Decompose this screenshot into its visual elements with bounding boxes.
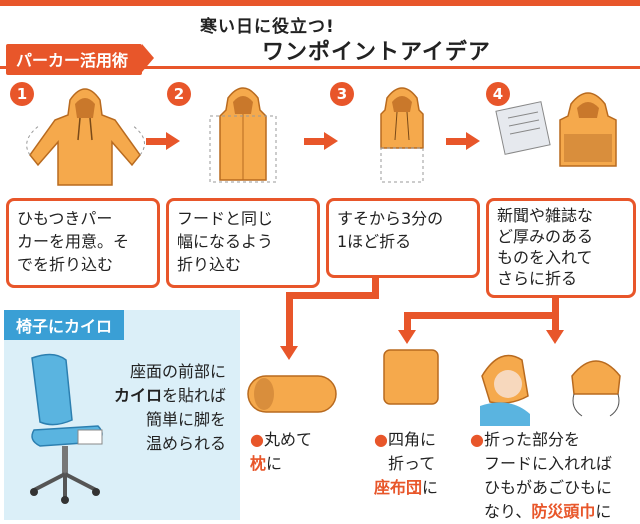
- result-text: に: [266, 454, 283, 473]
- step-2-line: 折り込む: [177, 255, 242, 274]
- result-highlight: 防災頭巾: [531, 502, 596, 521]
- connector: [372, 278, 379, 296]
- result-text: 四角に: [387, 430, 436, 449]
- step-3-number: 3: [330, 82, 354, 106]
- step-2-number: 2: [167, 82, 191, 106]
- step-4-number: 4: [486, 82, 510, 106]
- connector: [552, 298, 559, 316]
- arrow-step2-to-3: [304, 132, 338, 150]
- result-pillow: ●丸めて 枕に: [250, 428, 312, 476]
- disaster-hood-illustration: [480, 354, 621, 426]
- result-cushion: ●四角に 折って 座布団に: [374, 428, 438, 500]
- connector: [404, 312, 411, 332]
- chair-highlight: カイロ: [113, 386, 162, 405]
- result-hood: ●折った部分を フードに入れれば ひもがあごひもに なり、防災頭巾に: [470, 428, 638, 524]
- pretitle: 寒い日に役立つ!: [200, 17, 335, 37]
- step-4-line: さらに折る: [497, 269, 578, 288]
- result-line: 枕に: [250, 452, 312, 476]
- header-divider: [0, 66, 640, 69]
- step-1-line: ひもつきパー: [17, 209, 113, 228]
- result-text: 折った部分を: [483, 430, 580, 449]
- chair-panel-title: 椅子にカイロ: [4, 310, 125, 340]
- hoodie-step2-illustration: [209, 87, 277, 183]
- result-text: に: [422, 478, 439, 497]
- result-line: ●折った部分を: [470, 428, 638, 452]
- down-arrow-head: [546, 330, 564, 344]
- office-chair-illustration: [30, 353, 103, 504]
- connector: [286, 292, 293, 348]
- chair-line: 座面の前部に: [129, 362, 226, 381]
- connector: [552, 312, 559, 332]
- chair-line-rest: を貼れば: [161, 386, 226, 405]
- bullet: ●: [470, 430, 484, 449]
- result-line: フードに入れれば: [484, 454, 613, 473]
- result-highlight: 枕: [250, 454, 267, 473]
- connector: [286, 292, 379, 299]
- step-4-line: ものを入れて: [497, 248, 593, 267]
- result-line: ひもがあごひもに: [484, 478, 613, 497]
- step-3-line: すそから3分の: [337, 209, 444, 228]
- chair-line: 温められる: [145, 434, 226, 453]
- hoodie-step1-illustration: [26, 88, 145, 186]
- result-text: 丸めて: [263, 430, 312, 449]
- pillow-roll-illustration: [247, 375, 337, 413]
- result-line: 座布団に: [374, 476, 438, 500]
- step-2-line: フードと同じ: [177, 209, 274, 228]
- down-arrow-head: [398, 330, 416, 344]
- step-4-box: 新聞や雑誌な ど厚みのある ものを入れて さらに折る: [486, 198, 636, 298]
- result-line: ●四角に: [374, 428, 438, 452]
- hoodie-step4-illustration: [495, 92, 617, 167]
- result-text: に: [595, 502, 612, 521]
- result-line: 折って: [388, 454, 436, 473]
- connector: [404, 312, 559, 319]
- down-arrow-head: [280, 346, 298, 360]
- top-accent-bar: [0, 0, 640, 6]
- result-highlight: 座布団: [374, 478, 423, 497]
- arrow-step3-to-4: [446, 132, 480, 150]
- chair-line: 簡単に脚を: [145, 410, 226, 429]
- result-line: ●丸めて: [250, 428, 312, 452]
- bullet: ●: [374, 430, 388, 449]
- section-badge: パーカー活用術: [6, 44, 155, 75]
- step-2-box: フードと同じ 幅になるよう 折り込む: [166, 198, 320, 288]
- step-3-box: すそから3分の 1ほど折る: [326, 198, 480, 278]
- arrow-step1-to-2: [146, 132, 180, 150]
- step-1-box: ひもつきパー カーを用意。そ でを折り込む: [6, 198, 160, 288]
- step-1-line: でを折り込む: [17, 255, 114, 274]
- step-1-number: 1: [10, 82, 34, 106]
- step-1-line: カーを用意。そ: [17, 232, 130, 251]
- step-3-line: 1ほど折る: [337, 232, 412, 251]
- chair-description: 座面の前部に カイロを貼れば 簡単に脚を 温められる: [104, 360, 226, 456]
- step-4-line: 新聞や雑誌な: [497, 206, 594, 225]
- page-title: ワンポイントアイデア: [262, 40, 491, 65]
- bullet: ●: [250, 430, 264, 449]
- hoodie-step3-illustration: [380, 87, 424, 183]
- chair-line: カイロを貼れば: [104, 384, 226, 408]
- cushion-illustration: [383, 349, 439, 405]
- result-line: なり、防災頭巾に: [470, 500, 638, 524]
- step-4-line: ど厚みのある: [497, 227, 594, 246]
- step-2-line: 幅になるよう: [177, 232, 274, 251]
- result-text: なり、: [484, 502, 532, 521]
